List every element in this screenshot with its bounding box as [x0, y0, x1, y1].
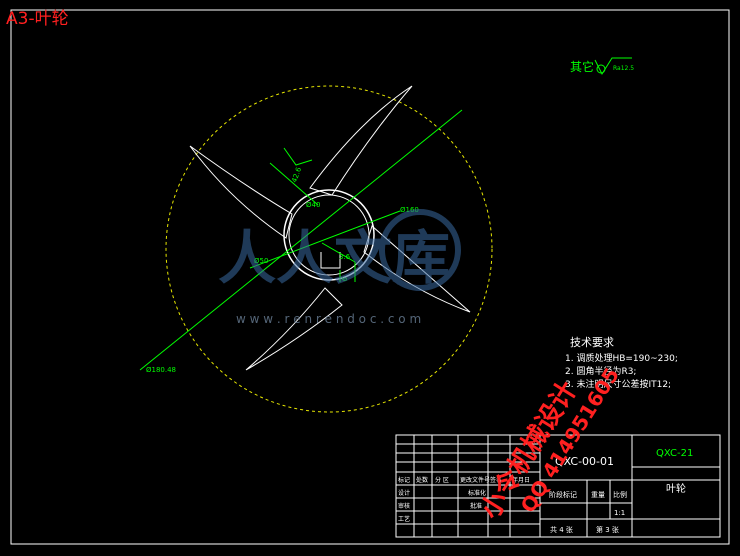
dim-diameter-50: Ø50 [254, 257, 268, 265]
dim-leader-slot [321, 242, 356, 263]
scale-value: 1:1 [614, 509, 625, 517]
watermark-logo-text: 人人文库 [218, 224, 450, 292]
tb-cell-3-0: 工艺 [398, 515, 410, 523]
dim-outer-diameter: Ø180.48 [146, 366, 176, 374]
title-block-frame [395, 434, 721, 538]
stage-mark-label: 阶段标记 [549, 490, 577, 499]
dim-leader-top [269, 162, 319, 206]
blade-top [309, 85, 413, 196]
tb-cell-1-3: 标准化 [468, 489, 486, 497]
roughness-symbol-icon [594, 57, 632, 76]
drawing-title: A3-叶轮 [6, 9, 69, 29]
tb-cell-2-0: 审核 [398, 502, 410, 510]
dim-diameter-160: Ø160 [400, 206, 419, 214]
tb-cell-0-0: 标记 [398, 476, 410, 484]
tech-item-3: 3. 未注明尺寸公差按IT12; [565, 378, 671, 390]
tb-cell-0-3: 更改文件号 [460, 476, 490, 484]
dim-keyway-depth: 42.6 [290, 166, 303, 184]
watermark-url: w w w . r e n r e n d o c . c o m [236, 312, 421, 326]
drawing-number: QXC-00-01 [555, 455, 614, 468]
dim-slot-callout: 3.6 [339, 253, 351, 261]
part-name: 叶轮 [666, 482, 686, 495]
title-block-grid: 标记 处数 分 区 更改文件号 签名 年月日 设计 标准化 审核 工艺 批准 [398, 476, 530, 523]
roughness-label: 其它 [570, 59, 594, 74]
border-frame [10, 9, 730, 545]
hub-outer-circle [283, 189, 375, 281]
stamp-watermark: 小令机械设计 QQ 414951605 [474, 363, 624, 524]
weight-label: 重量 [591, 491, 605, 499]
roughness-value: Ra12.5 [613, 65, 634, 72]
keyway [320, 252, 341, 269]
dim-slot-width: 6 [340, 275, 349, 282]
drawing-number-short: QXC-21 [656, 448, 693, 459]
tb-cell-0-2: 分 区 [435, 476, 449, 484]
dim-line-160 [249, 210, 401, 269]
tb-cell-0-1: 处数 [416, 476, 428, 484]
blade-bottom [245, 287, 343, 371]
tech-requirements-title: 技术要求 [570, 336, 614, 349]
tb-cell-3-3: 批准 [470, 502, 482, 510]
sheet-number: 第 3 张 [596, 525, 619, 534]
dimension-lines [139, 109, 463, 371]
tb-cell-0-4: 签名 [490, 476, 502, 484]
dim-line-outer [139, 109, 463, 371]
tech-item-2: 2. 圆角半径为R3; [565, 365, 636, 377]
dim-diameter-40: Ø40 [306, 201, 320, 209]
sheet-count: 共 4 张 [550, 525, 573, 534]
tb-cell-1-0: 设计 [398, 489, 410, 497]
tech-item-1: 1. 调质处理HB=190~230; [565, 352, 678, 364]
dim-leader-symbol [283, 147, 313, 166]
blade-left [189, 145, 293, 239]
outer-circle [165, 85, 493, 413]
tb-cell-0-5: 年月日 [512, 476, 530, 484]
watermark-logo: 人人文库 [218, 209, 461, 292]
hub-inner-circle [288, 194, 370, 276]
scale-label: 比例 [613, 490, 627, 499]
